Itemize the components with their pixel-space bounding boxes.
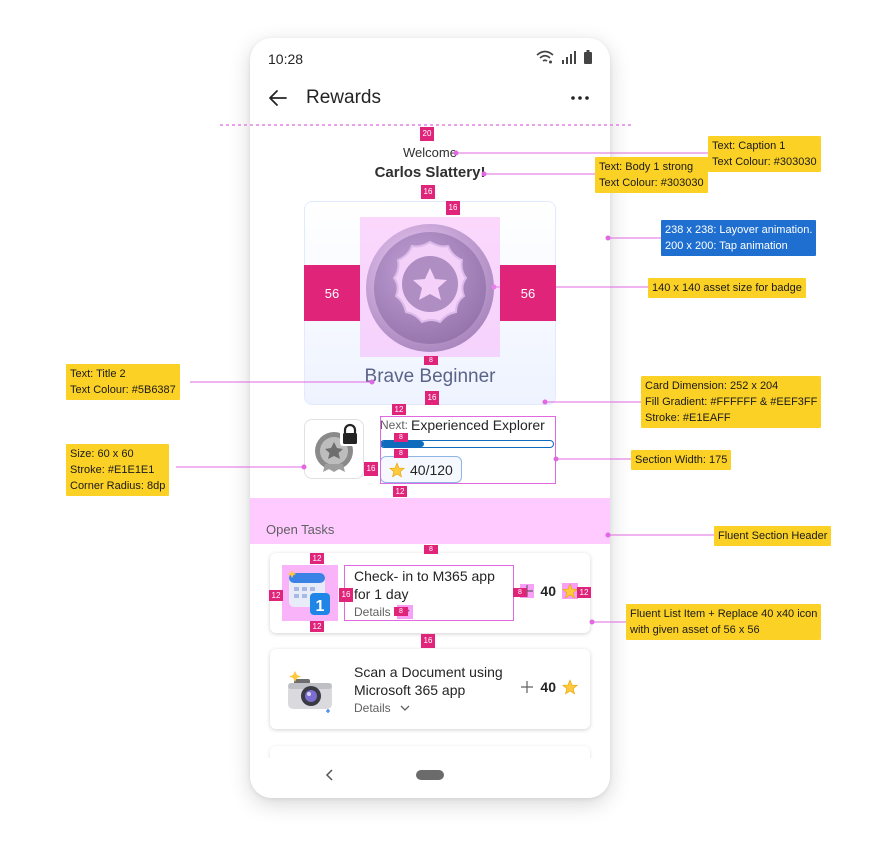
nav-home-pill[interactable]: [416, 770, 444, 780]
task-title: Check- in to M365 app for 1 day: [354, 568, 495, 602]
annotation-line: Text Colour: #5B6387: [70, 384, 176, 396]
annotation-animation: 238 x 238: Layover animation. 200 x 200:…: [661, 220, 817, 256]
annotation-section-header: Fluent Section Header: [714, 526, 832, 546]
annotation-line: 200 x 200: Tap animation: [665, 240, 788, 252]
progress-fill: [381, 441, 424, 447]
section-header: Open Tasks: [250, 498, 610, 544]
phone-screen: 10:28: [250, 38, 610, 798]
back-arrow-icon[interactable]: [266, 86, 290, 110]
annotation-line: Fill Gradient: #FFFFFF & #EEF3FF: [645, 396, 818, 408]
app-bar: Rewards: [250, 78, 610, 118]
annotation-line: Text: Body 1 strong: [599, 161, 694, 173]
task-details-link[interactable]: Details: [354, 701, 413, 715]
annotation-body: Text: Body 1 strong Text Colour: #303030: [595, 157, 708, 193]
nav-back-icon[interactable]: [324, 768, 336, 782]
badge-medal-icon: [366, 224, 494, 352]
badge-name: Brave Beginner: [364, 366, 496, 387]
plus-icon: [521, 681, 534, 693]
annotation-section-width: Section Width: 175: [631, 450, 732, 470]
annotation-line: Fluent Section Header: [718, 530, 828, 542]
annotation-line: 140 x 140 asset size for badge: [652, 282, 802, 294]
annotation-card: Card Dimension: 252 x 204 Fill Gradient:…: [641, 376, 822, 428]
annotation-line: Text Colour: #303030: [599, 177, 704, 189]
task-points-value: 40: [540, 679, 556, 695]
progress-bar: [380, 440, 554, 448]
status-time: 10:28: [268, 51, 304, 67]
plus-icon: [520, 584, 535, 598]
welcome-text: Welcome: [403, 145, 457, 160]
annotation-line: Fluent List Item + Replace 40 x40 icon: [630, 608, 818, 620]
chevron-down-icon: [400, 705, 410, 711]
signal-icon: [562, 50, 576, 64]
status-icons: [536, 50, 592, 64]
next-badge-box[interactable]: [304, 419, 364, 479]
annotation-asset: 140 x 140 asset size for badge: [648, 278, 806, 298]
annotation-list-item: Fluent List Item + Replace 40 x40 icon w…: [626, 604, 822, 640]
annotation-line: Text: Caption 1: [712, 140, 786, 152]
task-details-label: Details: [354, 701, 391, 715]
points-pill: 40/120: [380, 456, 462, 483]
locked-badge-icon: [315, 423, 360, 472]
star-icon: [562, 679, 578, 695]
next-badge-name: Experienced Explorer: [411, 417, 545, 433]
page-title: Rewards: [306, 87, 381, 108]
annotation-line: with given asset of 56 x 56: [630, 624, 760, 636]
annotation-title2: Text: Title 2 Text Colour: #5B6387: [66, 364, 180, 400]
camera-icon: [288, 671, 332, 713]
task-title: Scan a Document using Microsoft 365 app: [354, 664, 503, 698]
task-points: 40: [520, 583, 578, 599]
annotation-line: Text: Title 2: [70, 368, 126, 380]
task-item-scan[interactable]: Scan a Document using Microsoft 365 app …: [270, 649, 590, 729]
annotation-size: Size: 60 x 60 Stroke: #E1E1E1 Corner Rad…: [66, 444, 170, 496]
annotation-caption: Text: Caption 1 Text Colour: #303030: [708, 136, 821, 172]
annotation-line: Section Width: 175: [635, 454, 728, 466]
star-icon: [562, 583, 578, 599]
user-name: Carlos Slattery!: [374, 164, 486, 181]
annotation-line: Stroke: #E1EAFF: [645, 412, 731, 424]
annotation-line: Stroke: #E1E1E1: [70, 464, 155, 476]
annotation-line: Corner Radius: 8dp: [70, 480, 166, 492]
calendar-icon: 1: [282, 565, 338, 621]
chevron-down-icon: [396, 605, 413, 619]
task-details-link[interactable]: Details: [354, 605, 413, 619]
status-bar: 10:28: [250, 38, 610, 78]
star-icon: [389, 461, 405, 477]
task-item-checkin[interactable]: 1 Check- in to M365 app for 1 day Detail…: [270, 553, 590, 633]
annotation-line: Card Dimension: 252 x 204: [645, 380, 779, 392]
svg-text:1: 1: [316, 598, 325, 615]
battery-icon: [584, 50, 592, 64]
more-icon[interactable]: [568, 86, 592, 110]
task-points: 40: [520, 679, 578, 695]
annotation-line: Size: 60 x 60: [70, 448, 134, 460]
annotation-line: Text Colour: #303030: [712, 156, 817, 168]
task-points-value: 40: [540, 583, 556, 599]
task-details-label: Details: [354, 605, 391, 619]
next-label: Next:: [380, 418, 409, 432]
points-value: 40/120: [410, 461, 453, 478]
section-header-label: Open Tasks: [266, 522, 335, 537]
nav-bar: [250, 758, 610, 798]
annotation-line: 238 x 238: Layover animation.: [665, 224, 813, 236]
wifi-icon: [536, 50, 554, 64]
